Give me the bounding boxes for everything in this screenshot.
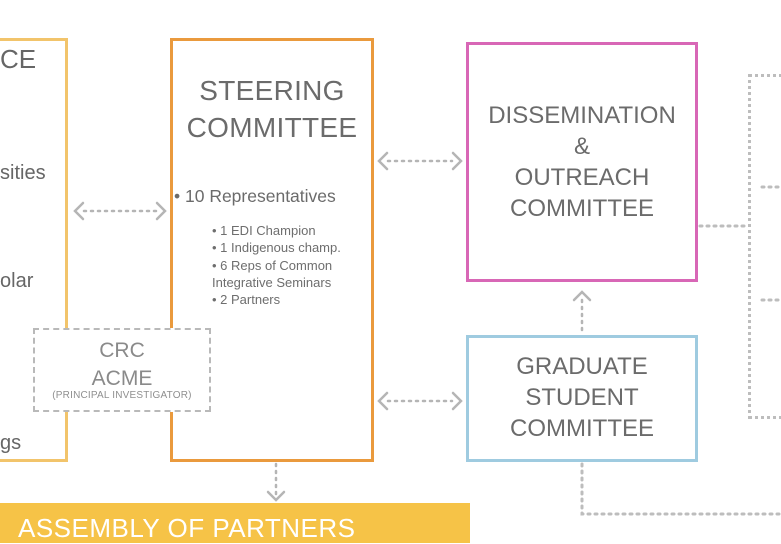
graduate-bottom-connector [580, 462, 781, 516]
governance-title-fragment: CE [0, 44, 37, 74]
principal-investigator-label: (PRINCIPAL INVESTIGATOR) [52, 390, 192, 401]
crc-principal-investigator-box [33, 328, 211, 412]
steering-title-line1: STEERING [199, 75, 345, 106]
crc-label: CRC [99, 339, 145, 362]
graduate-line3: COMMITTEE [510, 415, 654, 442]
steering-member-item: • 1 EDI Champion [212, 223, 316, 238]
steering-title-line2: COMMITTEE [186, 112, 358, 143]
acme-label: ACME [91, 367, 153, 390]
steering-graduate-double-arrow [377, 391, 463, 411]
governance-line1-fragment: sities [0, 162, 46, 184]
governance-box-partial [0, 38, 68, 462]
steering-committee-title: STEERING COMMITTEE [170, 72, 374, 146]
steering-member-item: • 2 Partners [212, 292, 281, 308]
steering-member-item: • 6 Reps of Common [212, 257, 333, 273]
graduate-committee-box [466, 335, 698, 462]
steering-members-list: • 1 EDI Champion • 1 Indigenous champ. •… [212, 222, 341, 308]
graduate-committee-title: GRADUATE STUDENT COMMITTEE [466, 351, 698, 444]
steering-dissemination-double-arrow [377, 151, 463, 171]
steering-member-item: Integrative Seminars [212, 274, 332, 290]
dissemination-committee-title: DISSEMINATION & OUTREACH COMMITTEE [466, 100, 698, 224]
graduate-line1: GRADUATE [516, 353, 648, 380]
dissemination-line1: DISSEMINATION [488, 102, 676, 129]
connector-layer [73, 151, 781, 516]
steering-representatives: • 10 Representatives [174, 186, 336, 206]
graduate-to-dissemination-arrow [572, 290, 592, 335]
left-steering-double-arrow [73, 201, 167, 221]
governance-line2-fragment: olar [0, 270, 34, 292]
steering-committee-box [170, 38, 374, 462]
dissemination-line2: & [573, 133, 590, 160]
steering-member-item: • 1 Indigenous champ. [212, 240, 341, 256]
dissemination-committee-box [466, 42, 698, 282]
dissemination-line4: COMMITTEE [510, 195, 654, 222]
governance-line3-fragment: gs [0, 432, 22, 454]
dissemination-line3: OUTREACH [514, 164, 650, 191]
graduate-line2: STUDENT [525, 384, 639, 411]
right-committee-box-partial [748, 74, 781, 419]
steering-to-assembly-arrow [266, 462, 286, 502]
